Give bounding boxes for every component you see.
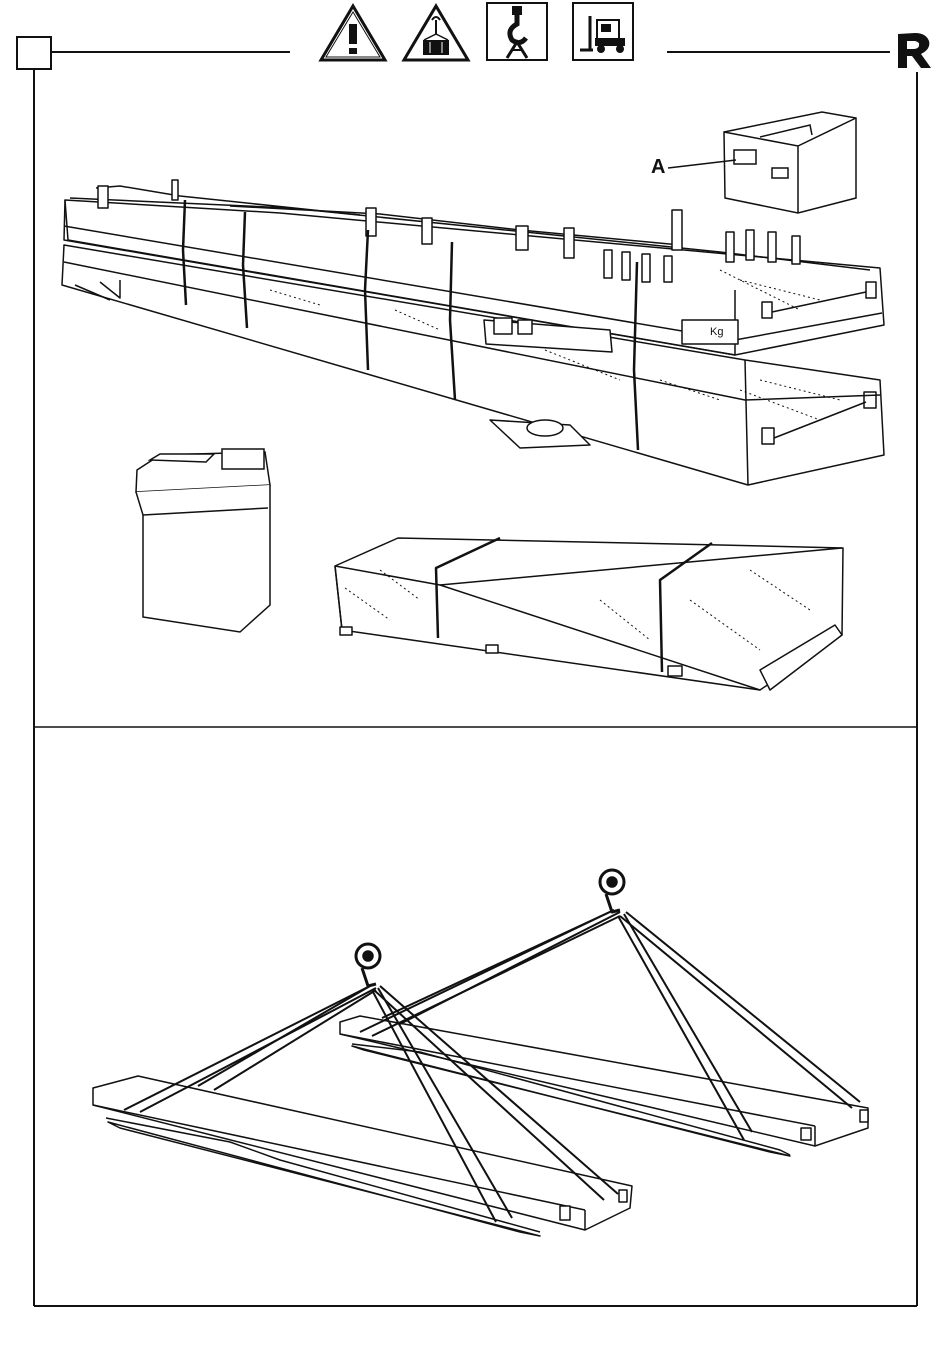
lifting-illustration xyxy=(93,870,868,1236)
callout-label-a: A xyxy=(651,157,665,177)
weight-plate-text: Kg xyxy=(710,326,723,338)
suspended-load-icon xyxy=(404,6,468,60)
forklift-icon xyxy=(573,3,633,60)
crane-hook-icon xyxy=(487,3,547,60)
header-corner-box xyxy=(17,37,51,69)
warning-triangle-icon xyxy=(321,6,385,60)
small-box xyxy=(136,449,270,632)
long-crate xyxy=(335,538,843,690)
crate-a xyxy=(724,112,856,213)
brand-logo xyxy=(898,33,931,68)
beam-package-illustration xyxy=(62,180,884,485)
